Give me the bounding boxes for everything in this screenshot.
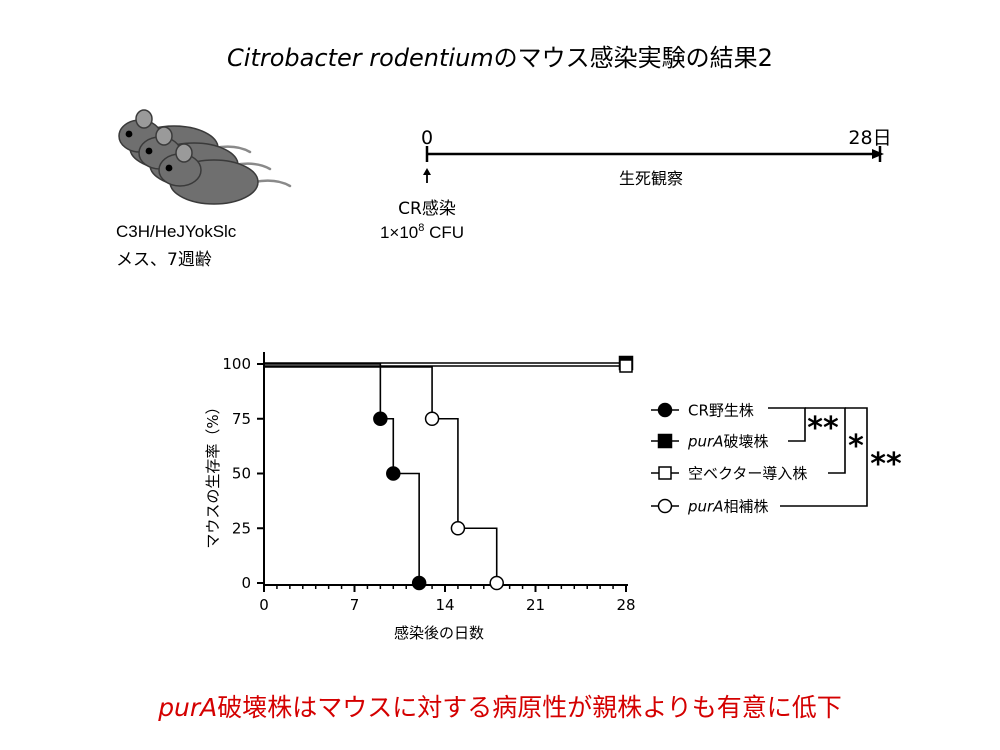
x-axis-label: 感染後の日数 [394,624,484,642]
legend-label: CR野生株 [688,402,754,420]
dose-unit: CFU [424,223,464,242]
mouse-info-label: メス、7週齢 [116,250,212,270]
title-rest: のマウス感染実験の結果2 [493,44,773,72]
y-tick-label: 25 [232,519,251,537]
series-marker [619,359,633,373]
significance-marker: * [848,429,864,464]
x-tick-label: 14 [435,596,454,614]
mouse-strain-label: C3H/HeJYokSlc [116,222,237,241]
significance-marker: ** [807,411,839,446]
bracket-line [768,407,806,442]
series-0 [264,363,427,591]
legend-marker [657,402,673,418]
x-tick-label: 0 [259,596,269,614]
y-tick-label: 50 [232,465,251,483]
legend-item: purA破壊株 [651,433,768,451]
dose-exponent: 8 [418,222,424,234]
survival-chart: 0 7 14 21 28 0 25 50 75 100 感染後の日数 マウスの生存率（%） CR野… [204,352,902,642]
bracket-line [805,407,846,474]
significance-marker: ** [870,447,902,482]
x-tick-label: 7 [350,596,360,614]
series-line [264,366,498,583]
series-marker [489,575,504,591]
legend-marker [657,498,673,514]
legend-label: purA破壊株 [687,433,768,451]
legend-label-text: 破壊株 [723,433,768,451]
timeline-end-label: 28日 [848,127,891,149]
series-marker [424,411,440,426]
chart-ticks: 0 7 14 21 28 0 25 50 75 100 [222,355,635,614]
series-layer [264,355,634,591]
y-tick-label: 75 [232,410,251,428]
legend-label: 空ベクター導入株 [688,465,807,483]
legend-label: purA相補株 [687,498,768,516]
conclusion-text: purA破壊株はマウスに対する病原性が親株よりも有意に低下 [0,688,1000,724]
legend-label-text: CR野生株 [688,402,754,420]
series-marker [411,575,427,591]
timeline-arrowhead [872,149,884,159]
series-3 [264,366,504,591]
legend-label-text: 空ベクター導入株 [688,465,807,483]
timeline-start-label: 0 [421,127,433,149]
bracket-line [780,407,868,507]
infection-arrowhead-icon [423,168,431,175]
legend-label-italic: purA [687,498,723,516]
observation-label: 生死観察 [619,169,683,188]
dose-label: 1×108 CFU [380,222,464,242]
conclusion-rest: 破壊株はマウスに対する病原性が親株よりも有意に低下 [217,693,842,722]
series-marker [386,466,401,481]
x-tick-label: 28 [616,596,635,614]
slide-title: Citrobacter rodentiumのマウス感染実験の結果2 [0,38,1000,73]
mouse-illustration [117,108,292,206]
series-marker [373,411,388,426]
title-organism: Citrobacter rodentium [227,44,494,72]
y-axis-label: マウスの生存率（%） [204,399,222,548]
legend-label-text: 相補株 [723,498,768,516]
legend-item: CR野生株 [651,402,754,420]
legend-label-italic: purA [687,433,723,451]
x-tick-label: 21 [526,596,545,614]
y-tick-label: 0 [241,574,251,592]
significance-brackets: ***** [768,407,902,507]
dose-base: 1×10 [380,223,418,242]
series-marker [450,521,466,536]
legend-item: purA相補株 [651,498,768,516]
chart-axes [263,352,628,586]
legend-marker [658,466,672,480]
series-line [264,363,420,583]
series-2 [264,359,633,373]
infection-label: CR感染 [398,199,456,219]
conclusion-gene: purA [158,693,218,722]
legend-marker [657,433,673,449]
y-tick-label: 100 [222,355,251,373]
timeline: 0 28日 生死観察 CR感染 1×108 CFU [380,127,892,242]
legend-item: 空ベクター導入株 [651,465,807,483]
